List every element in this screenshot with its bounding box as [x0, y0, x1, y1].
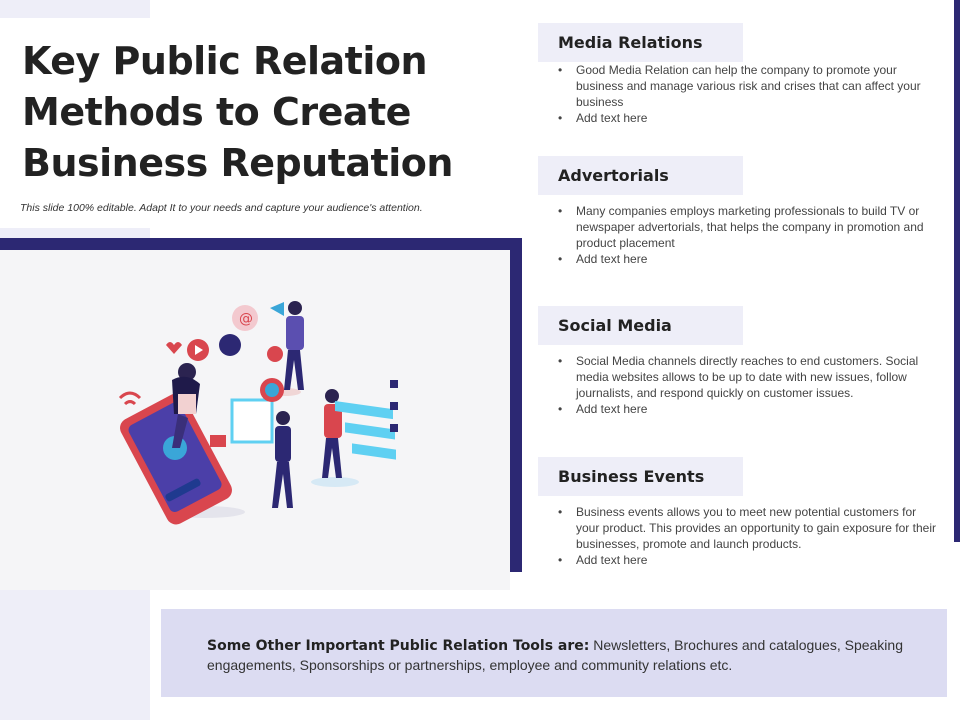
megaphone-man-figure [270, 301, 304, 390]
right-accent-bar [954, 0, 960, 542]
pointing-man-figure [322, 389, 342, 478]
section-bullets-business-events: Business events allows you to meet new p… [558, 504, 936, 568]
smiley-icon [219, 334, 241, 356]
svg-text:@: @ [239, 311, 253, 327]
other-tools-text: Some Other Important Public Relation Too… [207, 636, 907, 675]
woman-figure [172, 363, 200, 448]
list-item: Add text here [558, 251, 936, 267]
title-line-2: Methods to Create [22, 90, 411, 134]
title-line-3: Business Reputation [22, 141, 453, 185]
section-heading-advertorials: Advertorials [538, 156, 743, 195]
megaphone-icon [270, 302, 284, 316]
list-item: Many companies employs marketing profess… [558, 203, 936, 251]
section-bullets-advertorials: Many companies employs marketing profess… [558, 203, 936, 267]
title-line-1: Key Public Relation [22, 39, 428, 83]
checklist-panel [335, 380, 398, 460]
checkbox-icon [390, 380, 398, 388]
list-item: Good Media Relation can help the company… [558, 62, 936, 110]
other-tools-box: Some Other Important Public Relation Too… [161, 609, 947, 697]
envelope-icon [210, 435, 226, 447]
public-relations-illustration: @ [118, 301, 398, 525]
list-item: Business events allows you to meet new p… [558, 504, 936, 552]
other-tools-list: Newsletters, Brochures and catalogues, S… [207, 637, 903, 673]
page-title: Key Public Relation Methods to Create Bu… [22, 36, 492, 189]
other-tools-lead: Some Other Important Public Relation Too… [207, 638, 590, 654]
heart-icon [166, 342, 182, 354]
section-heading-business-events: Business Events [538, 457, 743, 496]
section-heading-media-relations: Media Relations [538, 23, 743, 62]
title-panel [0, 18, 520, 228]
section-bullets-social-media: Social Media channels directly reaches t… [558, 353, 936, 417]
at-sign-icon [232, 305, 258, 331]
location-pin-icon [267, 346, 283, 362]
list-item: Add text here [558, 401, 936, 417]
browser-window-icon [230, 398, 274, 444]
section-heading-social-media: Social Media [538, 306, 743, 345]
list-item: Add text here [558, 552, 936, 568]
list-item: Add text here [558, 110, 936, 126]
section-bullets-media-relations: Good Media Relation can help the company… [558, 62, 936, 126]
subtitle: This slide 100% editable. Adapt It to yo… [20, 202, 423, 214]
list-item: Social Media channels directly reaches t… [558, 353, 936, 401]
wifi-icon [118, 391, 142, 400]
